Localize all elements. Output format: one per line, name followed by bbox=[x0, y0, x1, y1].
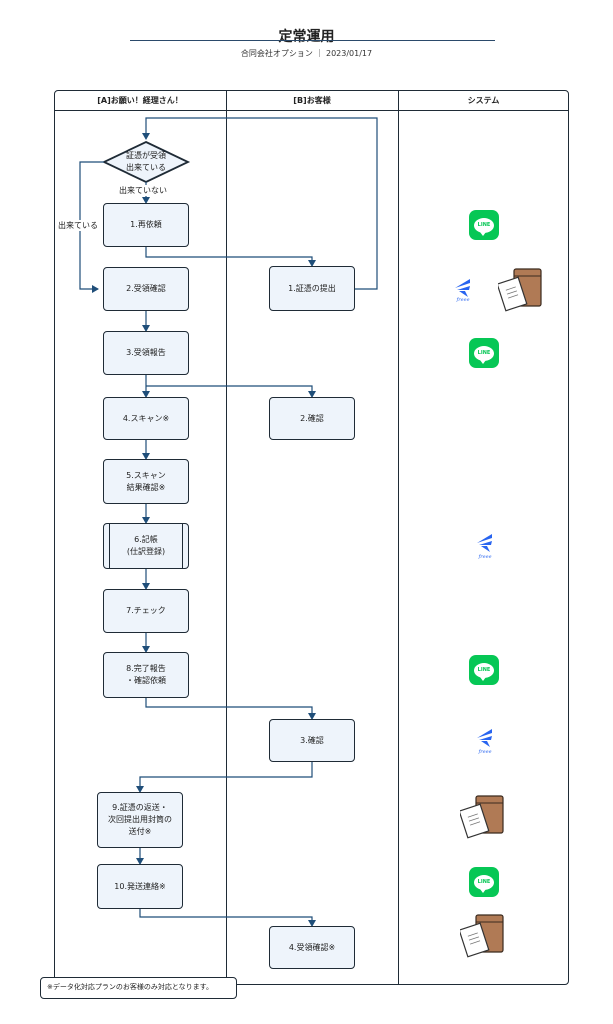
swimlane-frame bbox=[54, 90, 569, 985]
step-a-6-bookkeeping: 6.記帳 (仕訳登録) bbox=[103, 523, 189, 569]
page-title: 定常運用 bbox=[278, 29, 335, 45]
lane-divider-2 bbox=[398, 90, 399, 985]
step-a-5-scan-result-check: 5.スキャン 結果確認※ bbox=[103, 459, 189, 504]
line-app-icon: LINE bbox=[469, 655, 499, 685]
step-a-10-shipping-notice: 10.発送連絡※ bbox=[97, 864, 183, 909]
step-a-2-receipt-check: 2.受領確認 bbox=[103, 267, 189, 311]
svg-text:freee: freee bbox=[477, 554, 491, 560]
envelope-documents-icon bbox=[460, 795, 504, 839]
footnote: ※データ化対応プランのお客様のみ対応となります。 bbox=[40, 977, 237, 999]
freee-logo-icon: freee bbox=[477, 534, 492, 560]
lane-header-a: [A]お願い！経理さん！ bbox=[54, 90, 226, 111]
step-a-4-scan: 4.スキャン※ bbox=[103, 397, 189, 440]
svg-text:freee: freee bbox=[477, 749, 491, 755]
step-b-3-confirm: 3.確認 bbox=[269, 719, 355, 762]
line-app-icon: LINE bbox=[469, 210, 499, 240]
line-app-icon: LINE bbox=[469, 338, 499, 368]
decision-question: 証憑が受領 出来ている bbox=[126, 151, 166, 172]
step-b-2-confirm: 2.確認 bbox=[269, 397, 355, 440]
lane-header-b: [B]お客様 bbox=[226, 90, 398, 111]
step-a-8-completion-report: 8.完了報告 ・確認依頼 bbox=[103, 652, 189, 698]
decision-yes-label: 出来ている bbox=[58, 220, 98, 231]
decision-no-label: 出来ていない bbox=[119, 185, 167, 196]
step-b-4-receipt-confirm: 4.受領確認※ bbox=[269, 926, 355, 969]
svg-text:freee: freee bbox=[455, 297, 469, 302]
step-a-7-check: 7.チェック bbox=[103, 589, 189, 633]
lane-header-system: システム bbox=[398, 90, 569, 111]
envelope-documents-icon bbox=[460, 914, 504, 958]
lane-divider-1 bbox=[226, 90, 227, 985]
step-a-9-return-documents: 9.証憑の返送・ 次回提出用封筒の 送付※ bbox=[97, 792, 183, 848]
freee-logo-icon: freee bbox=[477, 729, 492, 755]
envelope-documents-icon bbox=[498, 268, 542, 312]
title-underline bbox=[130, 40, 495, 41]
page-subtitle: 合同会社オプション ｜ 2023/01/17 bbox=[240, 49, 373, 58]
freee-logo-icon: freee bbox=[455, 279, 470, 302]
step-a-1-rerequest: 1.再依頼 bbox=[103, 203, 189, 247]
step-a-3-receipt-report: 3.受領報告 bbox=[103, 331, 189, 375]
step-b-1-submit-documents: 1.証憑の提出 bbox=[269, 266, 355, 311]
line-app-icon: LINE bbox=[469, 867, 499, 897]
